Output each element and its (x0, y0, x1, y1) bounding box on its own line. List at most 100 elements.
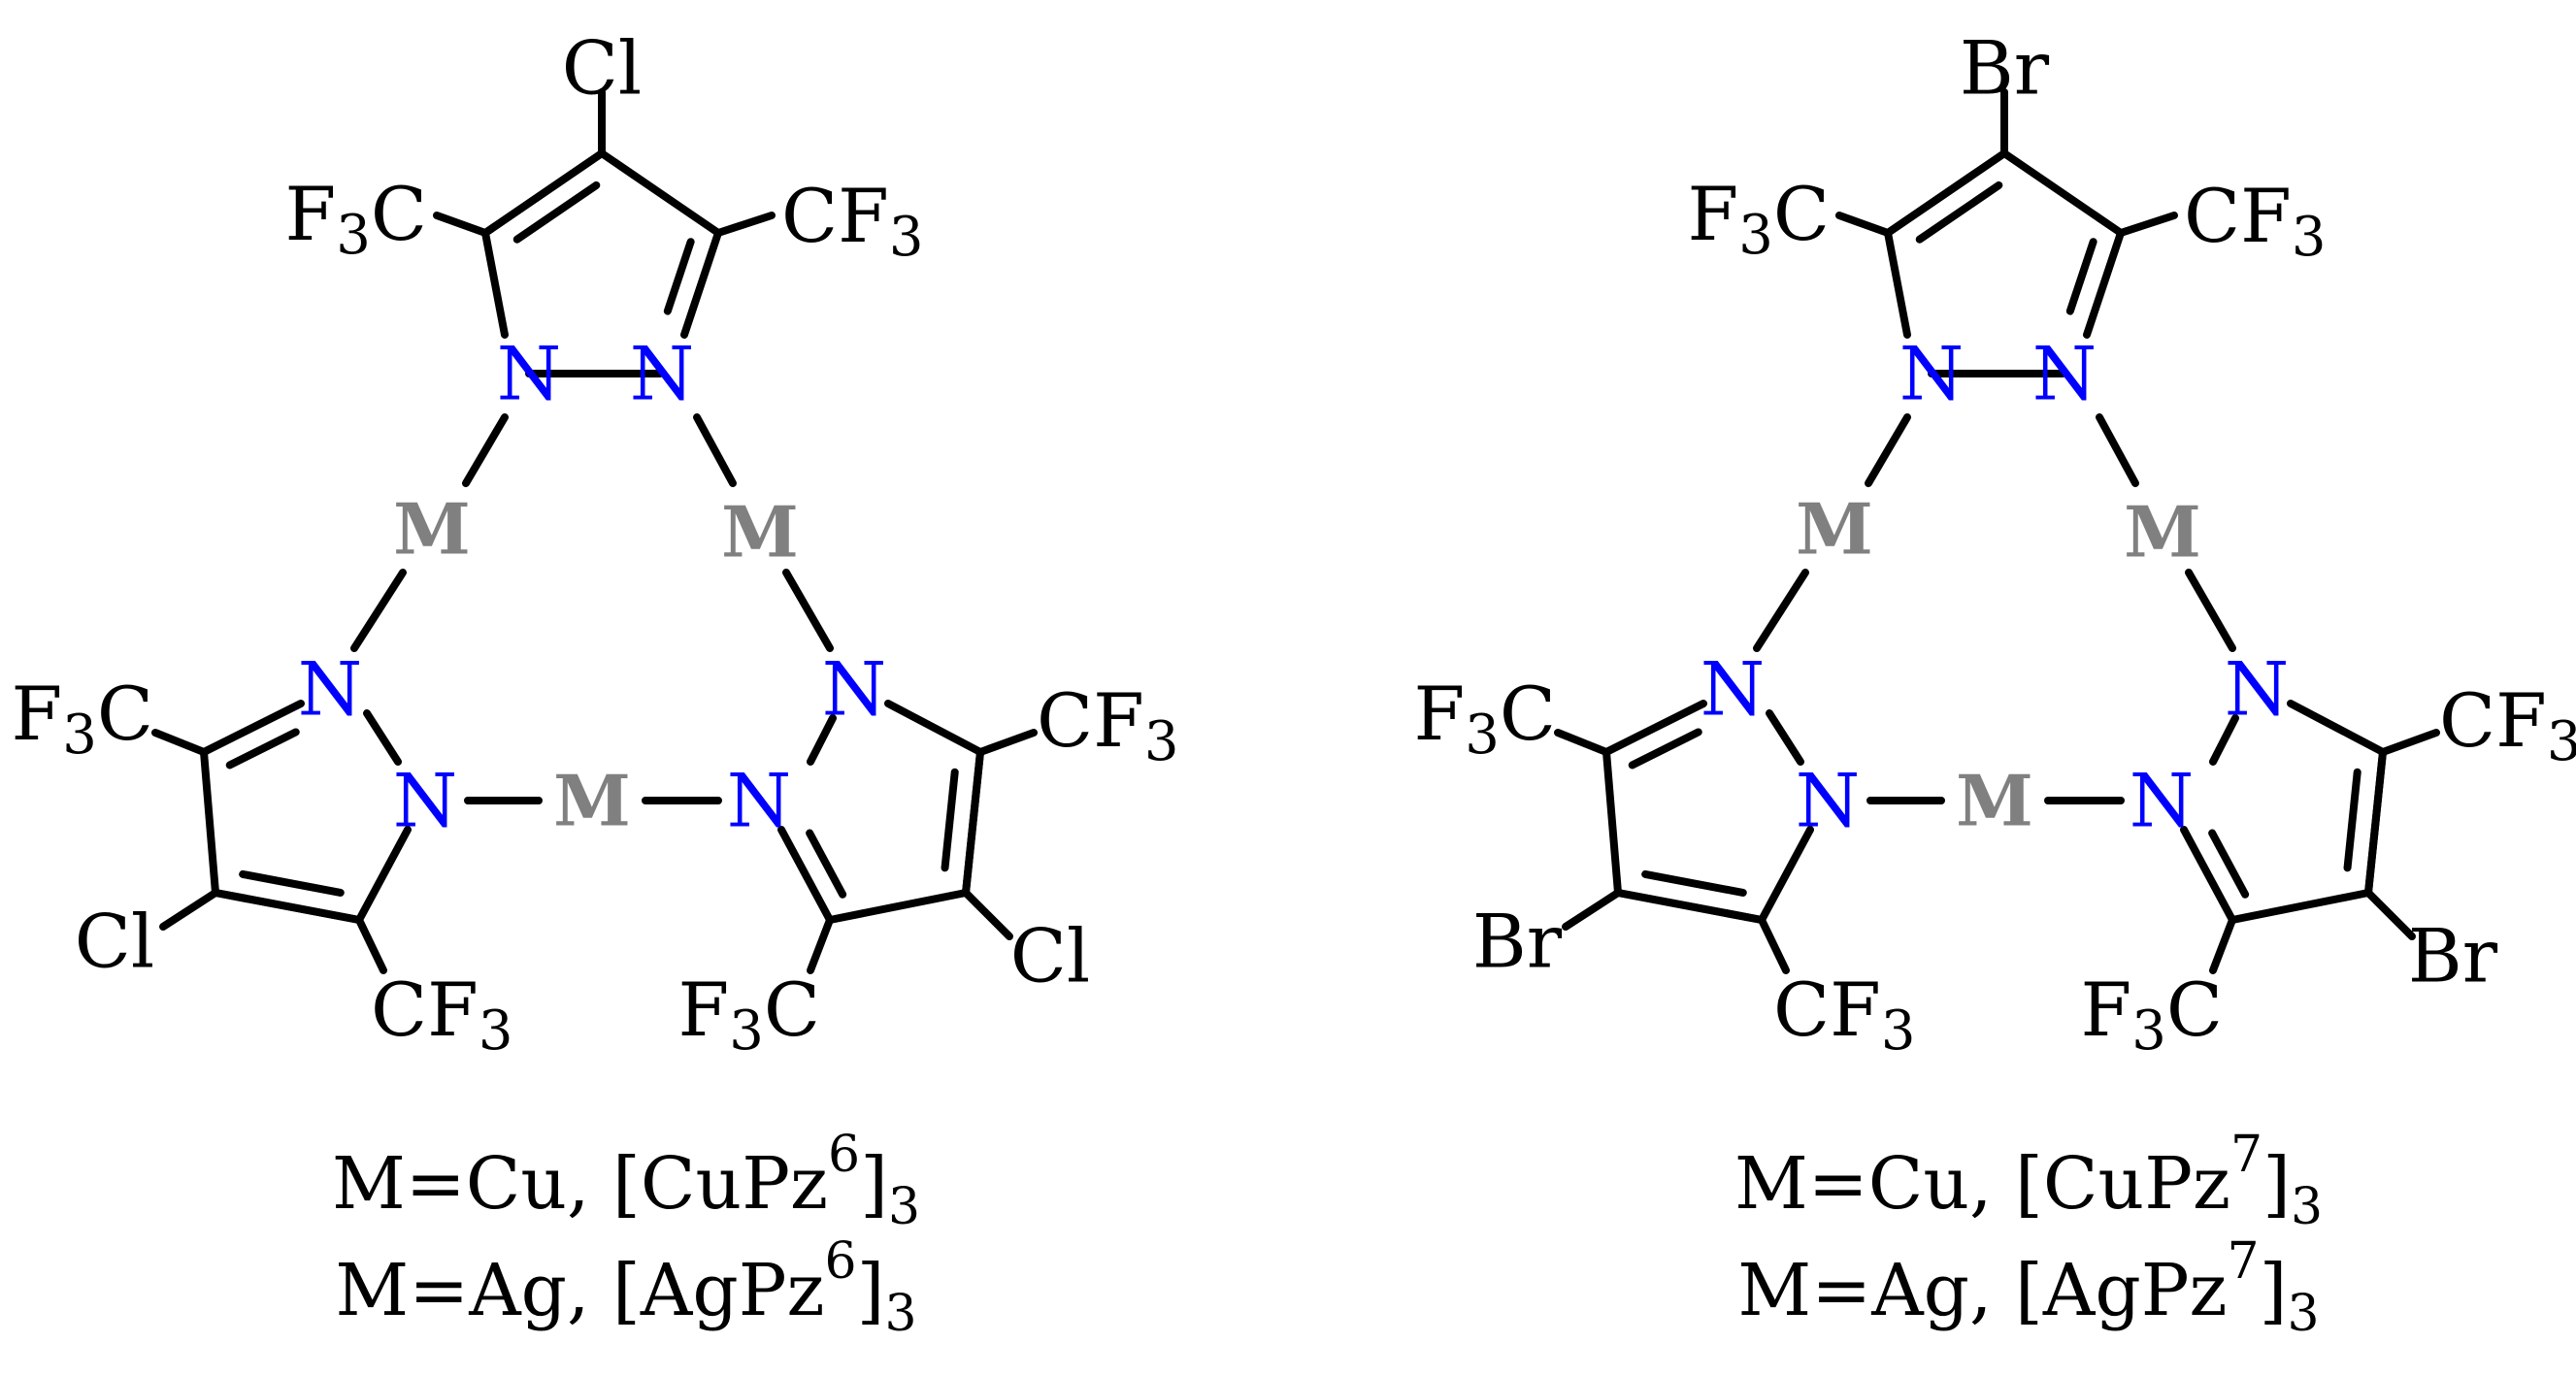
compound-2-bond-top-c4-c5-dbl (1884, 149, 2008, 237)
compound-2-metal-bottom: M (1956, 760, 2033, 842)
compound-1-halogen-top: Cl (562, 25, 642, 112)
compound-2-nitrogen-br-2: N (2130, 758, 2195, 844)
compound-1-nitrogen-br-2: N (727, 758, 792, 844)
compound-1-bond-bl-n1-c3-inner (225, 728, 300, 770)
compound-1-f3c-bottom-left: F3C (11, 671, 153, 767)
compound-1-bond-bl-c3-cf3 (151, 729, 208, 756)
compound-2-bond-top-c3-n2 (2083, 229, 2125, 339)
compound-2-bond-br-c5-c4-dbl (2364, 748, 2387, 897)
compound-2-caption-ag: M=Ag, [AgPz7]3 (1737, 1232, 2319, 1343)
compound-2-f3c-bottom-left: F3C (1413, 671, 1556, 767)
compound-1-bond-top-c3-n2-inner (663, 238, 695, 315)
compound-1-nitrogen-bl-1: N (298, 646, 363, 733)
compound-1-caption-cu: M=Cu, [CuPz6]3 (332, 1126, 920, 1236)
compound-1-bond-br-c4-c3 (826, 889, 970, 924)
compound-2-bond-top-c4-c3 (2000, 149, 2125, 237)
compound-2-metal-right: M (2124, 491, 2201, 573)
compound-2-nitrogen-top-right: N (2032, 331, 2097, 417)
compound-1-bond-top-n1-c5 (481, 229, 509, 339)
compound-1-bond-br-c3-n2 (777, 826, 834, 924)
compound-2-bond-bl-n1-c3 (1602, 700, 1707, 756)
compound-2-f3c-top-left: F3C (1687, 171, 1830, 267)
compound-2-f3c-bottom-right: F3C (2080, 966, 2223, 1063)
compound-1-bond-m-n-left-bottom (350, 569, 407, 652)
compound-1-nitrogen-top-left: N (497, 331, 562, 417)
compound-2-halogen-bottom-left: Br (1472, 899, 1563, 985)
compound-1-bond-n-m-left-top (462, 413, 509, 487)
compound-2-bond-top-c3-n2-inner (2065, 238, 2097, 315)
compound-2-bond-bl-n1-n2 (1766, 709, 1804, 766)
compound-1-cf3-bottom-right: CF3 (1037, 677, 1179, 773)
compound-2-bond-m-n-right-bottom (2185, 569, 2236, 652)
compound-2-cf3-bottom-right: CF3 (2439, 677, 2576, 773)
compound-2-bond-br-n2-n1 (2209, 714, 2239, 766)
bond-layer (151, 88, 2440, 974)
compound-1-bond-br-c3-n2-inner (806, 829, 847, 899)
compound-2-nitrogen-bl-1: N (1701, 646, 1766, 733)
compound-2-bond-bl-n1-c3-inner (1628, 728, 1702, 770)
compound-2-cf3-top-right: CF3 (2184, 173, 2327, 269)
compound-2-bond-n-m-left-top (1865, 413, 1911, 487)
compound-1-bond-n-m-right-top (693, 413, 737, 487)
compound-1-bond-m-n-right-bottom (782, 569, 834, 652)
compound-2-bond-bl-c3-c4 (1602, 748, 1622, 897)
compound-2-bond-bl-c4-c5-dbl (1614, 889, 1766, 924)
compound-1-caption-ag: M=Ag, [AgPz6]3 (335, 1232, 916, 1343)
compound-1-metal-bottom: M (553, 760, 631, 842)
compound-1-bond-top-c4-c5-dbl (481, 149, 606, 237)
compound-2-bond-bl-c5-cf3 (1758, 916, 1790, 974)
compound-2-bond-br-n1-c5 (2287, 700, 2387, 756)
compound-1-cf3-top-right: CF3 (781, 173, 924, 269)
compound-1-f3c-bottom-right: F3C (677, 966, 820, 1063)
compound-1-bond-bl-n1-n2 (363, 709, 402, 766)
compound-2-bond-top-n1-c5 (1884, 229, 1911, 339)
compound-2-bond-br-c5-c4-dbl-inner (2343, 768, 2361, 872)
compound-2-bond-br-c3-n2 (2180, 826, 2236, 924)
compound-2-bond-bl-c3-cf3 (1554, 729, 1610, 756)
compound-1-bond-top-c3-cf3 (714, 212, 776, 237)
compound-2-halogen-bottom-right: Br (2408, 913, 2498, 999)
compound-2-bond-bl-c4-c5-dbl-inner (1641, 869, 1747, 897)
compound-1-metal-left: M (393, 488, 471, 571)
compound-1-bond-br-c5-cf3 (976, 729, 1038, 756)
compound-2-bond-top-c4-c5-dbl-inner (1915, 180, 2003, 244)
compound-1-bond-br-n1-c5 (884, 700, 984, 756)
compound-1-nitrogen-top-right: N (630, 331, 695, 417)
compound-2-halogen-top: Br (1960, 25, 2050, 112)
compound-1-metal-right: M (721, 491, 799, 573)
compound-1-bond-bl-c5-cf3 (355, 916, 387, 974)
compound-1-bond-bl-c4-c5-dbl (212, 889, 363, 924)
compound-1-bond-top-c5-cf3 (433, 212, 489, 237)
compound-1-bond-bl-n1-c3 (200, 700, 305, 756)
compound-1-bond-bl-c5-n2 (355, 826, 412, 924)
compound-2-bond-bl-c5-n2 (1758, 826, 1814, 924)
compound-1-cf3-bottom-left: CF3 (371, 966, 513, 1063)
compound-2-bond-br-c3-n2-inner (2208, 829, 2250, 899)
compound-2-bond-br-c5-cf3 (2379, 729, 2440, 756)
compound-1-bond-top-c4-c3 (598, 149, 722, 237)
compound-1-nitrogen-br-1: N (822, 646, 887, 733)
compound-1-halogen-bottom-right: Cl (1010, 913, 1090, 999)
compound-2-bond-top-c5-cf3 (1835, 212, 1892, 237)
compound-2-bond-n-m-right-top (2096, 413, 2139, 487)
compound-2-bond-br-c4-c3 (2229, 889, 2372, 924)
compound-1-bond-br-c3-cf3 (807, 916, 834, 974)
compound-2-bond-bl-c4-hal (1562, 889, 1622, 931)
compound-1-bond-bl-c3-c4 (200, 748, 219, 897)
compound-2-bond-br-c3-cf3 (2209, 916, 2236, 974)
compound-1-f3c-top-left: F3C (284, 171, 427, 267)
compound-1-bond-top-c4-c5-dbl-inner (512, 180, 601, 244)
compound-1-bond-br-c4-hal (962, 889, 1013, 940)
compound-2-caption-cu: M=Cu, [CuPz7]3 (1734, 1126, 2323, 1236)
compound-2-bond-m-n-left-bottom (1753, 569, 1809, 652)
compound-2-nitrogen-top-left: N (1899, 331, 1965, 417)
compound-2-nitrogen-br-1: N (2225, 646, 2290, 733)
compound-2-nitrogen-bl-2: N (1796, 758, 1861, 844)
compound-2-metal-left: M (1796, 488, 1873, 571)
compound-1-bond-bl-c4-c5-dbl-inner (239, 869, 345, 897)
compound-1-bond-top-c3-n2 (680, 229, 722, 339)
compound-1-halogen-bottom-left: Cl (75, 899, 154, 985)
